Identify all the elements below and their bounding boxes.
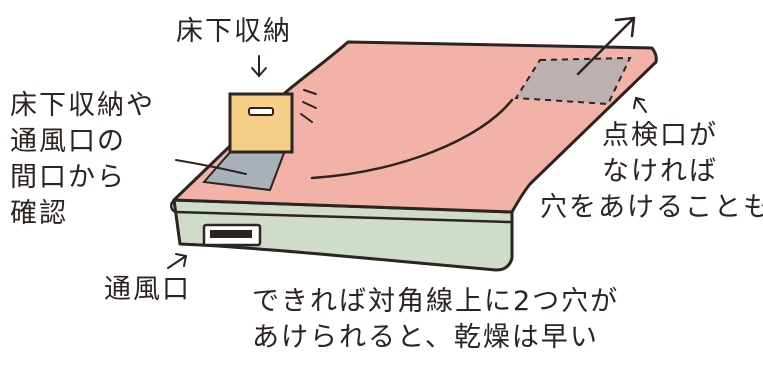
no-inspection-label: 点検口が なければ 穴をあけることも [540, 118, 763, 226]
check-from-line: 間口から [10, 162, 126, 193]
tip-line: あけられると、乾燥は早い [252, 322, 599, 353]
vent-pointer-arrow [167, 253, 188, 269]
vent-inner [210, 230, 252, 238]
tip-label: できれば対角線上に2つ穴が あけられると、乾燥は早い [252, 284, 619, 356]
hatch-lid [228, 92, 294, 154]
hatch-handle [248, 107, 274, 116]
no-inspection-line: 点検口が [602, 120, 718, 151]
vent-label: 通風口 [104, 274, 191, 305]
floor-edge [170, 198, 512, 224]
no-inspection-line: 穴をあけることも [540, 192, 763, 223]
check-from-line: 床下収納や [10, 90, 155, 121]
hatch-pointer-arrow [251, 55, 267, 78]
check-pointer-line [175, 159, 247, 175]
up-arrow [576, 16, 636, 76]
hatch-sparkle-marks [300, 89, 317, 123]
underfloor-hatch-label: 床下収納 [176, 16, 292, 47]
inspection-hole [514, 56, 632, 106]
check-from-label: 床下収納や 通風口の 間口から 確認 [10, 88, 155, 232]
hole-pointer-arrow [633, 96, 647, 113]
no-inspection-line: なければ [602, 156, 718, 187]
check-from-line: 確認 [10, 198, 68, 229]
tip-line: できれば対角線上に2つ穴が [252, 286, 620, 317]
floor-top-curve [310, 98, 514, 180]
check-from-line: 通風口の [10, 126, 126, 157]
